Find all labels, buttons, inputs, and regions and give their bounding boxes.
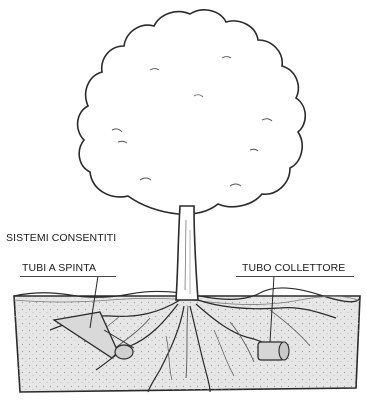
tree-trunk (176, 206, 198, 300)
right-label-underline (236, 276, 354, 277)
tree-crown (78, 10, 306, 214)
right-pipe-label: TUBO COLLETTORE (242, 262, 345, 274)
left-label-underline (20, 276, 116, 277)
left-pipe-label: TUBI A SPINTA (22, 262, 96, 274)
collector-pipe-right (258, 342, 289, 360)
title-label: SISTEMI CONSENTITI (6, 232, 116, 244)
